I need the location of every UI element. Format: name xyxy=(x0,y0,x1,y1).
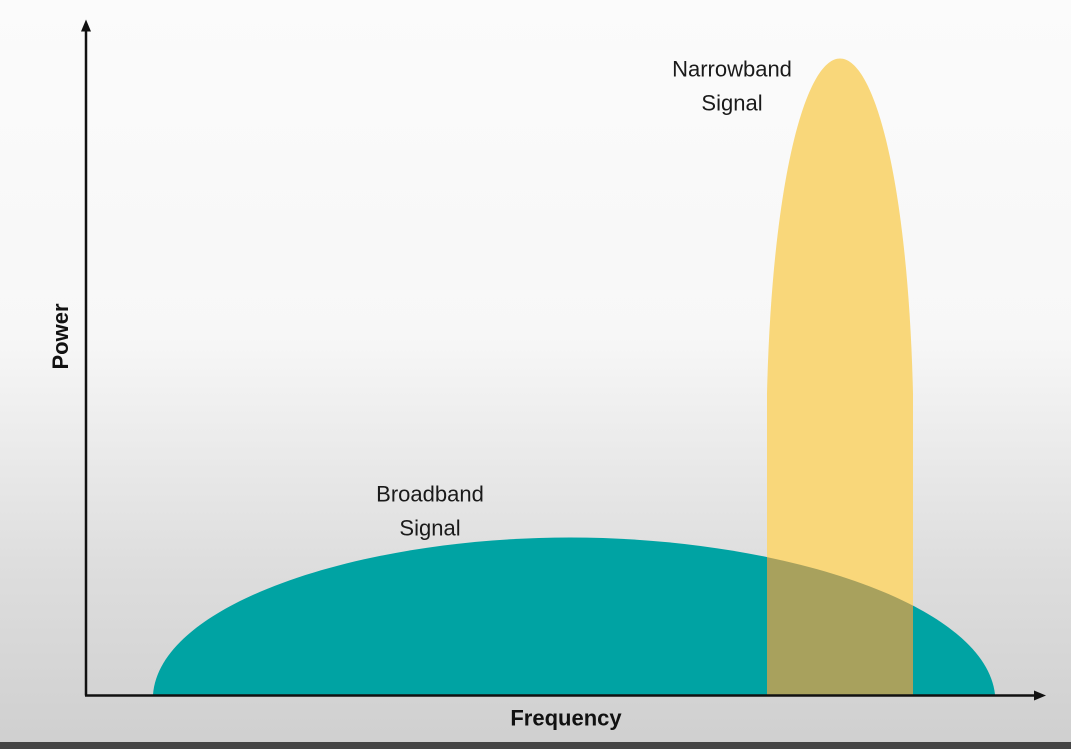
y-axis-title: Power xyxy=(48,303,73,369)
broadband-label-line1: Broadband xyxy=(376,482,484,507)
narrowband-label-line1: Narrowband xyxy=(672,57,792,82)
narrowband-label-line2: Signal xyxy=(701,91,762,116)
bottom-edge-strip xyxy=(0,742,1071,749)
broadband-label-line2: Signal xyxy=(399,516,460,541)
x-axis-arrowhead xyxy=(1034,690,1046,701)
overlap-region xyxy=(767,537,913,695)
narrowband-signal-shape xyxy=(767,58,913,695)
x-axis-title: Frequency xyxy=(510,706,622,731)
y-axis-arrowhead xyxy=(81,19,91,32)
